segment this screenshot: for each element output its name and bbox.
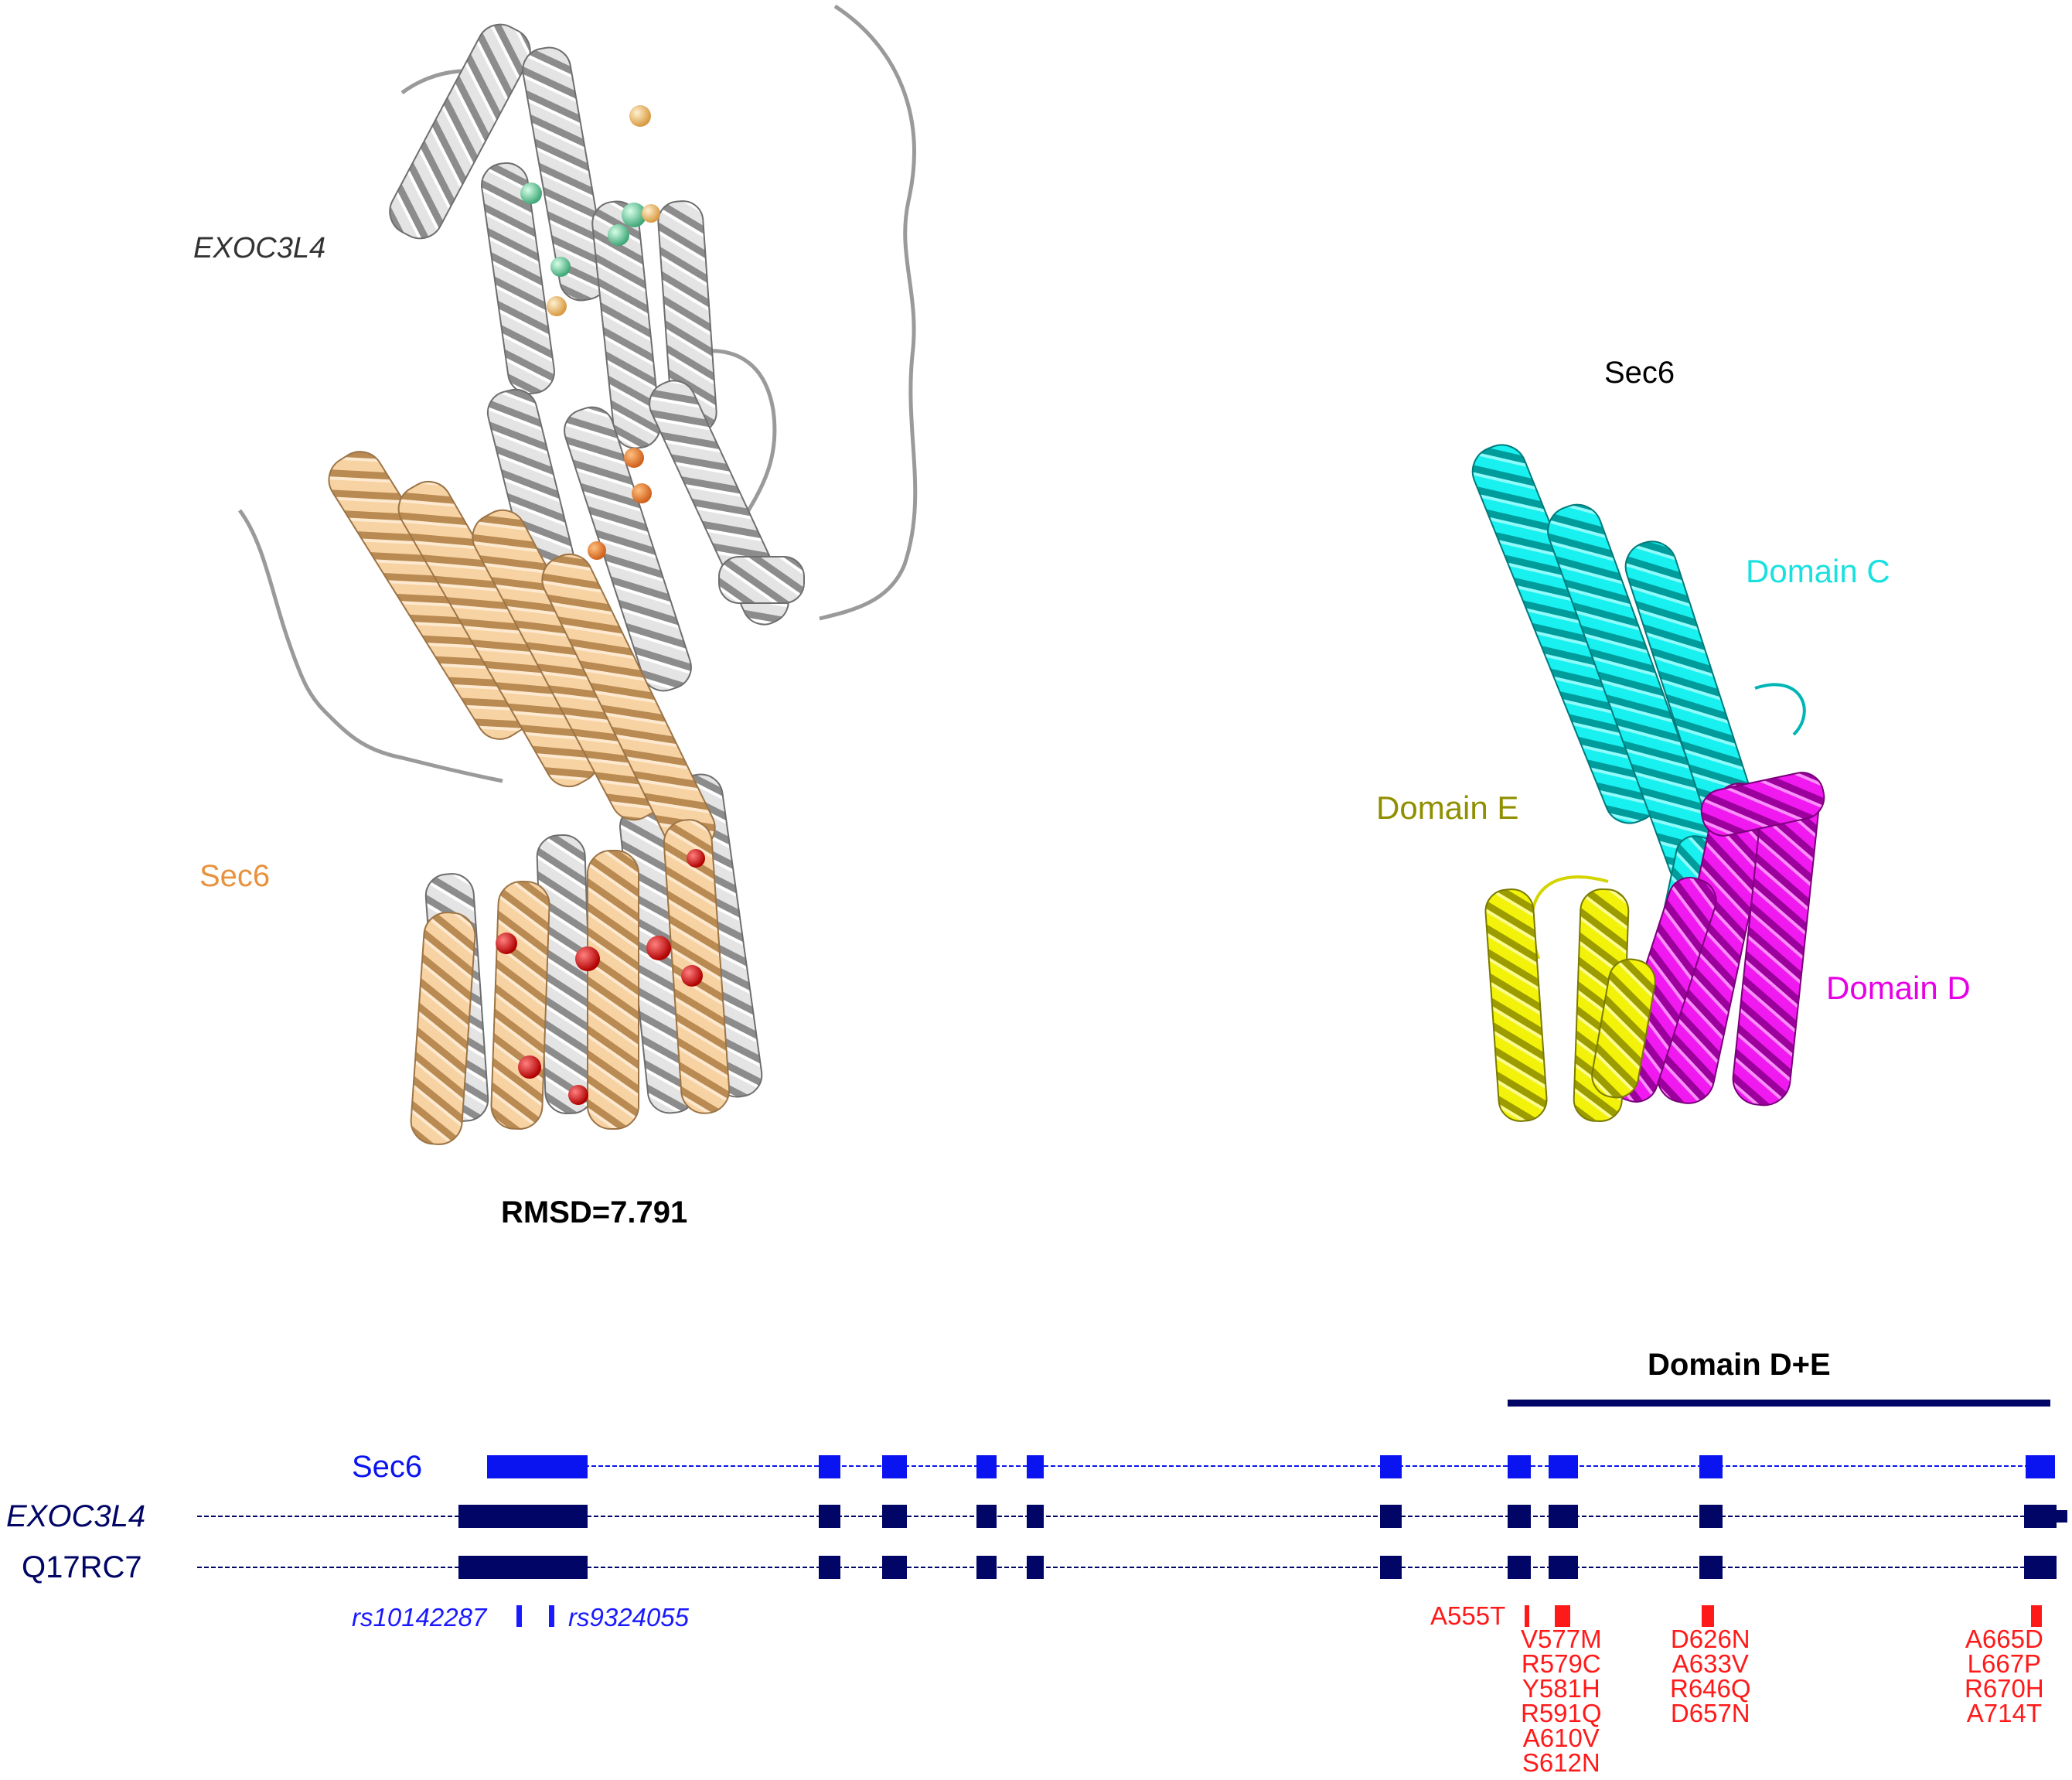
snp-label: rs10142287 [352,1603,487,1632]
mutation-group-label: V577M R579C Y581H R591Q A610V S612N [1521,1625,1602,1777]
sec6-exons [487,1455,2055,1478]
mutation-ticks [1525,1605,2042,1627]
snp-label: rs9324055 [568,1603,689,1632]
variant-spheres [496,105,705,1105]
mutation-group-label: A665D L667P R670H A714T [1965,1625,2044,1727]
domain-de-bar [1508,1400,2050,1407]
domain-c-label: Domain C [1746,553,1890,589]
sec6-right-title: Sec6 [1604,356,1675,390]
domain-d-label: Domain D [1826,970,1971,1006]
domain-de-label: Domain D+E [1648,1348,1831,1382]
exoc3l4-exons [458,1505,2067,1528]
coil-loops [237,4,918,783]
track-label-sec6: Sec6 [352,1450,423,1484]
q17rc7-exons [458,1556,2057,1579]
mutation-group-label: A555T [1430,1601,1506,1630]
domain-e-helices [1484,888,1656,1123]
mutation-group-label: D626N A633V R646Q D657N [1670,1625,1751,1727]
sec6-overlay-helices [328,451,731,1145]
exoc3l4-helices [389,23,805,1122]
track-label-exoc3l4: EXOC3L4 [6,1499,146,1533]
domain-e-label: Domain E [1376,789,1519,826]
rmsd-label: RMSD=7.791 [501,1195,688,1229]
sec6-structure-label: Sec6 [199,859,271,893]
exoc3l4-structure-label: EXOC3L4 [193,232,326,264]
snp-ticks [516,1605,554,1627]
track-label-q17rc7: Q17RC7 [22,1550,142,1584]
